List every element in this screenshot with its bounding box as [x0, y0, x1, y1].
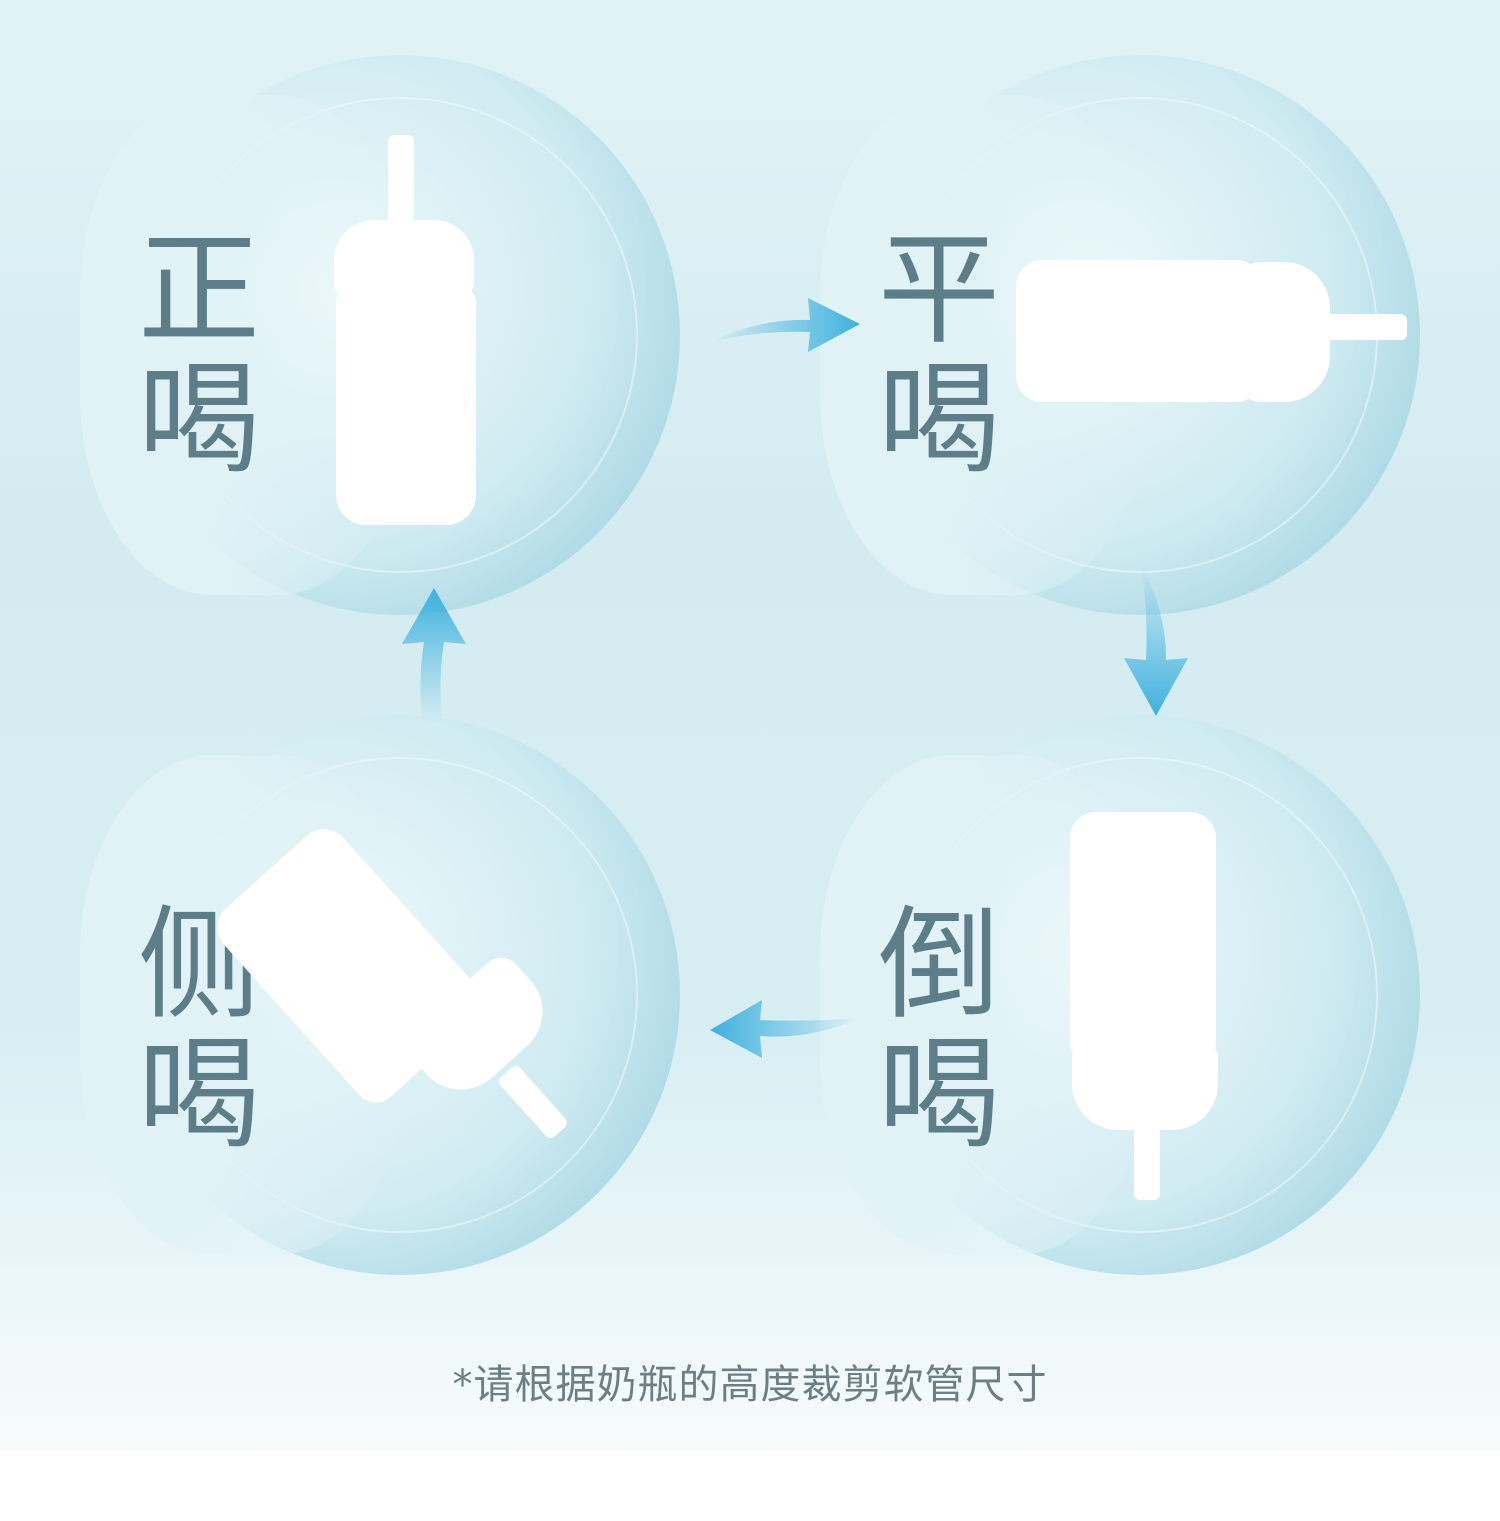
label-upright: 正喝 [138, 219, 266, 491]
footnote-text: *请根据奶瓶的高度裁剪软管尺寸 [452, 1362, 1048, 1408]
arrow-up-icon [402, 588, 466, 722]
label-horizontal: 平喝 [878, 219, 1006, 491]
arrow-left-icon [710, 1000, 860, 1058]
arrow-down-icon [1124, 568, 1188, 716]
illustration-canvas: 正喝 平喝 倒喝 侧喝 [0, 0, 1500, 1450]
label-tilted: 侧喝 [138, 894, 266, 1166]
label-inverted: 倒喝 [878, 894, 1006, 1166]
arrow-right-icon [710, 298, 860, 352]
